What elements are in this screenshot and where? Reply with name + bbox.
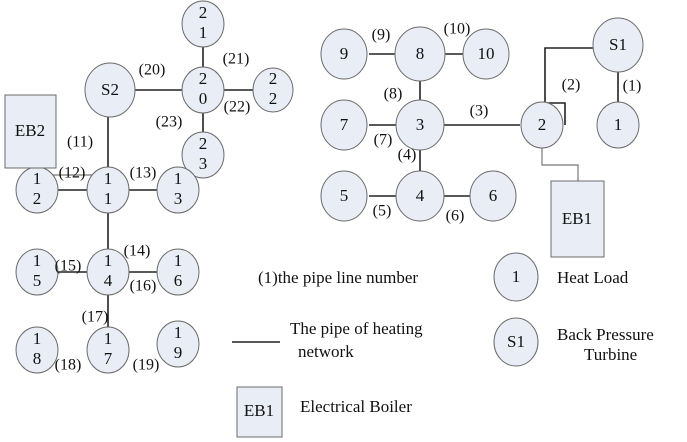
eb1-label: EB1: [562, 209, 592, 228]
pipe-label-p14: (14): [124, 243, 151, 260]
node-n23: [181, 131, 225, 179]
legend-turbine-symbol: [493, 317, 539, 367]
legend-pipe-number: (1)the pipe line number: [258, 268, 418, 287]
pipe-label-p23: (23): [156, 114, 183, 131]
pipe-label-p11: (11): [67, 134, 93, 151]
node-label-S1: S1: [609, 35, 627, 54]
node-label-n9: 9: [340, 44, 349, 63]
node-n19: [156, 320, 200, 368]
electrical-boiler-eb2: [4, 94, 57, 169]
pipe-label-p8: (8): [384, 86, 403, 103]
pipe-label-p2: (2): [562, 77, 581, 94]
node-n3: [395, 99, 445, 151]
node-n2: [520, 101, 564, 149]
legend-boiler: Electrical Boiler: [300, 397, 412, 416]
legend-heat-load: Heat Load: [557, 268, 629, 287]
pipe-label-p20: (20): [139, 62, 166, 79]
node-n14: [86, 248, 130, 296]
pipe-label-p15: (15): [55, 258, 82, 275]
node-label-S2: S2: [101, 80, 119, 99]
pipe-label-p13: (13): [130, 165, 157, 182]
node-n18: [15, 326, 59, 374]
node-n9: [320, 28, 368, 80]
node-n11: [86, 166, 130, 214]
legend-boiler-symbol: [236, 386, 283, 438]
pipe-label-p5: (5): [373, 203, 392, 220]
pipe-label-p22: (22): [224, 99, 251, 116]
node-S1: [592, 17, 644, 73]
pipe-label-p18: (18): [55, 357, 82, 374]
node-label-n1: 1: [614, 115, 623, 134]
node-n7: [320, 99, 368, 151]
legend-turbine: Back Pressure: [557, 325, 654, 344]
node-label-n7: 7: [340, 115, 349, 134]
node-label-n8: 8: [416, 44, 425, 63]
node-n16: [156, 248, 200, 296]
pipe-label-p1: (1): [623, 78, 642, 95]
pipe-label-p6: (6): [446, 208, 465, 225]
node-n8: [394, 26, 446, 82]
node-n6: [469, 170, 517, 222]
pipe-label-p7: (7): [374, 132, 393, 149]
legend-turbine-2: Turbine: [584, 345, 637, 364]
node-n10: [462, 28, 510, 80]
pipes: [29, 45, 619, 343]
pipe-label-p4: (4): [398, 147, 417, 164]
node-n22: [252, 67, 294, 113]
node-n20: [181, 66, 225, 114]
node-n5: [320, 170, 368, 222]
node-label-n4: 4: [416, 186, 425, 205]
legend-heat-load-symbol-label: 1: [512, 267, 521, 286]
node-label-n3: 3: [416, 115, 425, 134]
pipe-label-p9: (9): [372, 27, 391, 44]
pipe-label-p21: (21): [223, 51, 250, 68]
legend-heat-load-symbol: [493, 252, 539, 302]
legend: (1)the pipe line number 1 Heat Load S1 B…: [236, 252, 654, 438]
pipe-label-p12: (12): [59, 165, 86, 182]
legend-pipe-2: network: [298, 342, 354, 361]
legend-turbine-symbol-label: S1: [507, 332, 525, 351]
pipe-label-p16: (16): [130, 278, 157, 295]
node-label-n2: 2: [538, 115, 547, 134]
pipe-label-p3: (3): [470, 103, 489, 120]
legend-boiler-symbol-label: EB1: [244, 401, 274, 420]
node-label-n6: 6: [489, 186, 498, 205]
node-n21: [181, 0, 225, 48]
node-n15: [15, 248, 59, 296]
legend-pipe: The pipe of heating: [290, 319, 423, 338]
node-n13: [156, 166, 200, 214]
pipe-label-p19: (19): [133, 357, 160, 374]
node-n4: [395, 170, 445, 222]
node-n1: [596, 101, 640, 149]
pipe-label-p10: (10): [444, 21, 471, 38]
pipe-label-p17: (17): [82, 309, 109, 326]
node-S2: [84, 62, 136, 118]
node-label-n10: 10: [478, 44, 495, 63]
node-n17: [86, 326, 130, 374]
eb2-label: EB2: [15, 121, 45, 140]
electrical-boiler-eb1: [550, 180, 605, 258]
node-label-n5: 5: [340, 186, 349, 205]
